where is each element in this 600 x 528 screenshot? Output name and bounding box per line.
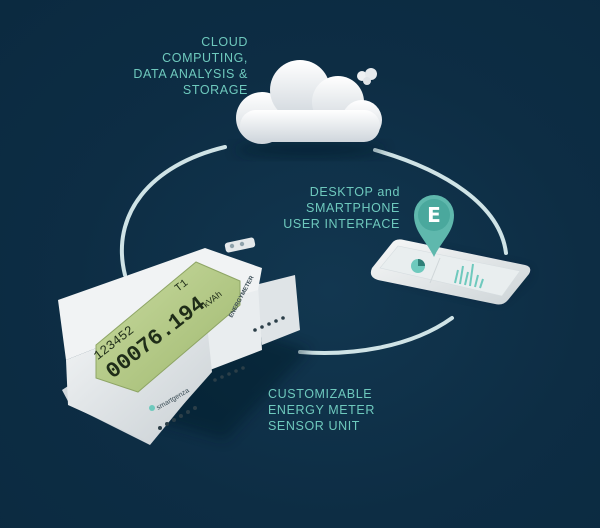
cloud-label: CLOUD COMPUTING, DATA ANALYSIS & STORAGE [120,34,248,98]
cloud-icon [235,60,385,158]
meter-label-line: CUSTOMIZABLE [268,387,373,401]
pin-letter: E [427,203,441,227]
cycle-arc-bottom [298,316,454,355]
meter-label-line: SENSOR UNIT [268,419,361,433]
interface-label-line: USER INTERFACE [283,217,400,231]
cloud-label-line: CLOUD [201,35,248,49]
energy-meter-device [58,237,310,445]
cloud-label-line: STORAGE [182,83,248,97]
interface-label-line: DESKTOP and [309,185,400,199]
meter-label-line: ENERGY METER [268,403,375,417]
smartphone-icon [370,239,531,305]
interface-label-line: SMARTPHONE [306,201,400,215]
cycle-arc-right [373,148,508,255]
location-pin-icon [414,195,454,257]
cloud-label-line: COMPUTING, [162,51,248,65]
cloud-label-line: DATA ANALYSIS & [133,67,248,81]
meter-label: CUSTOMIZABLE ENERGY METER SENSOR UNIT [268,386,408,434]
cycle-arc-left [119,145,227,277]
interface-label: DESKTOP and SMARTPHONE USER INTERFACE [270,184,400,232]
